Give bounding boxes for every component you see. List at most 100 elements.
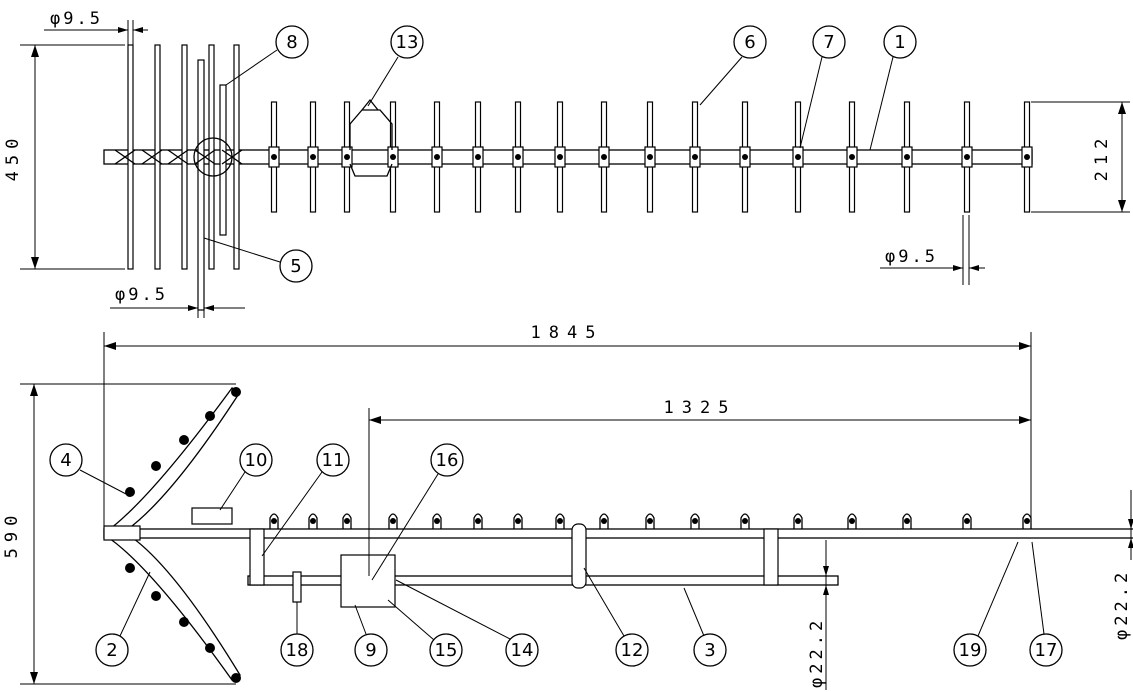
- callout-18: 18: [280, 602, 314, 667]
- director-bolt: [1024, 154, 1030, 160]
- dim-phi-top-left: φ9.5: [50, 9, 103, 29]
- side-element-bolt: [310, 518, 316, 524]
- svg-text:17: 17: [1035, 640, 1058, 661]
- mast-plate-9: [340, 554, 396, 608]
- side-element-markers: [269, 513, 1032, 529]
- svg-text:9: 9: [365, 640, 376, 661]
- connector-10: [191, 507, 233, 525]
- director-bolt: [849, 154, 855, 160]
- side-element-marker: [432, 513, 442, 529]
- director-bolt: [344, 154, 350, 160]
- dim-phi-mast-b: φ22.2: [1112, 569, 1132, 640]
- support-right: [763, 528, 779, 586]
- svg-text:1: 1: [894, 32, 905, 53]
- dim-phi-mast-a: φ22.2: [807, 617, 827, 688]
- dim-1325: 1325: [664, 398, 737, 418]
- reflector-clamps: [114, 149, 243, 165]
- director-bolt: [904, 154, 910, 160]
- side-element-marker: [599, 513, 609, 529]
- side-element-bolt: [1024, 518, 1030, 524]
- side-element-marker: [645, 513, 655, 529]
- lower-boom: [247, 575, 839, 586]
- dim-212: 212: [1092, 133, 1112, 182]
- side-element-marker: [555, 513, 565, 529]
- dim-phi-top-right: φ9.5: [885, 247, 938, 267]
- director-bolt: [742, 154, 748, 160]
- side-element-marker: [740, 513, 750, 529]
- driven-element: [197, 59, 205, 311]
- director-bolt: [475, 154, 481, 160]
- side-element-bolt: [849, 518, 855, 524]
- side-element-marker: [962, 513, 972, 529]
- callout-1: 1: [869, 25, 917, 151]
- svg-text:11: 11: [322, 450, 345, 471]
- callout-14: 14: [395, 579, 539, 667]
- side-element-bolt: [557, 518, 563, 524]
- side-element-bolt: [904, 518, 910, 524]
- side-element-marker: [308, 513, 318, 529]
- element-8: [219, 84, 227, 236]
- callout-13: 13: [367, 25, 424, 107]
- director-bolt: [692, 154, 698, 160]
- dim-590: 590: [2, 510, 22, 559]
- svg-text:15: 15: [435, 640, 458, 661]
- side-element-bolt: [344, 518, 350, 524]
- side-element-bolt: [647, 518, 653, 524]
- dim-phi-top-bottom: φ9.5: [115, 285, 168, 305]
- reflector-elements: [127, 44, 240, 270]
- director-bolt: [795, 154, 801, 160]
- side-element-marker: [342, 513, 352, 529]
- svg-text:5: 5: [290, 256, 301, 277]
- side-element-bolt: [390, 518, 396, 524]
- side-element-bolt: [964, 518, 970, 524]
- clamp-12: [571, 523, 587, 589]
- side-element-marker: [793, 513, 803, 529]
- svg-text:13: 13: [396, 32, 419, 53]
- svg-text:16: 16: [436, 450, 459, 471]
- side-element-marker: [690, 513, 700, 529]
- callout-12: 12: [583, 567, 649, 667]
- svg-text:19: 19: [959, 640, 982, 661]
- side-element-marker: [847, 513, 857, 529]
- top-view: [103, 44, 1033, 311]
- side-element-bolt: [601, 518, 607, 524]
- callout-3: 3: [683, 587, 727, 667]
- director-bolt: [271, 154, 277, 160]
- director-bolt: [601, 154, 607, 160]
- svg-text:18: 18: [286, 640, 309, 661]
- part-18: [292, 571, 302, 603]
- callout-7: 7: [799, 25, 846, 149]
- callout-19: 19: [953, 541, 1019, 667]
- side-element-marker: [388, 513, 398, 529]
- v-bolts: [125, 387, 241, 683]
- svg-text:8: 8: [286, 32, 297, 53]
- dim-1845: 1845: [531, 323, 604, 343]
- top-dimensions: 450 φ9.5 φ9.5 φ9.5 212: [3, 9, 1130, 318]
- svg-text:12: 12: [621, 640, 644, 661]
- dim-450: 450: [3, 133, 23, 182]
- side-element-marker: [269, 513, 279, 529]
- director-elements: [268, 101, 1033, 213]
- side-element-bolt: [475, 518, 481, 524]
- callout-9: 9: [354, 604, 388, 667]
- side-view: [103, 387, 1133, 683]
- director-bolt: [557, 154, 563, 160]
- side-element-marker: [902, 513, 912, 529]
- callouts: 1 7 6 13 8 5 4 10 11 16 2 18 9 15 14 12 …: [49, 25, 1063, 667]
- svg-text:4: 4: [60, 450, 71, 471]
- callout-10: 10: [219, 443, 273, 511]
- side-element-bolt: [271, 518, 277, 524]
- director-bolt: [390, 154, 396, 160]
- svg-text:10: 10: [245, 450, 268, 471]
- svg-text:3: 3: [704, 640, 715, 661]
- callout-5: 5: [203, 237, 313, 283]
- side-element-bolt: [434, 518, 440, 524]
- svg-text:14: 14: [511, 640, 534, 661]
- side-element-marker: [473, 513, 483, 529]
- callout-4: 4: [49, 443, 127, 495]
- callout-17: 17: [1029, 541, 1063, 667]
- side-element-bolt: [692, 518, 698, 524]
- side-element-marker: [513, 513, 523, 529]
